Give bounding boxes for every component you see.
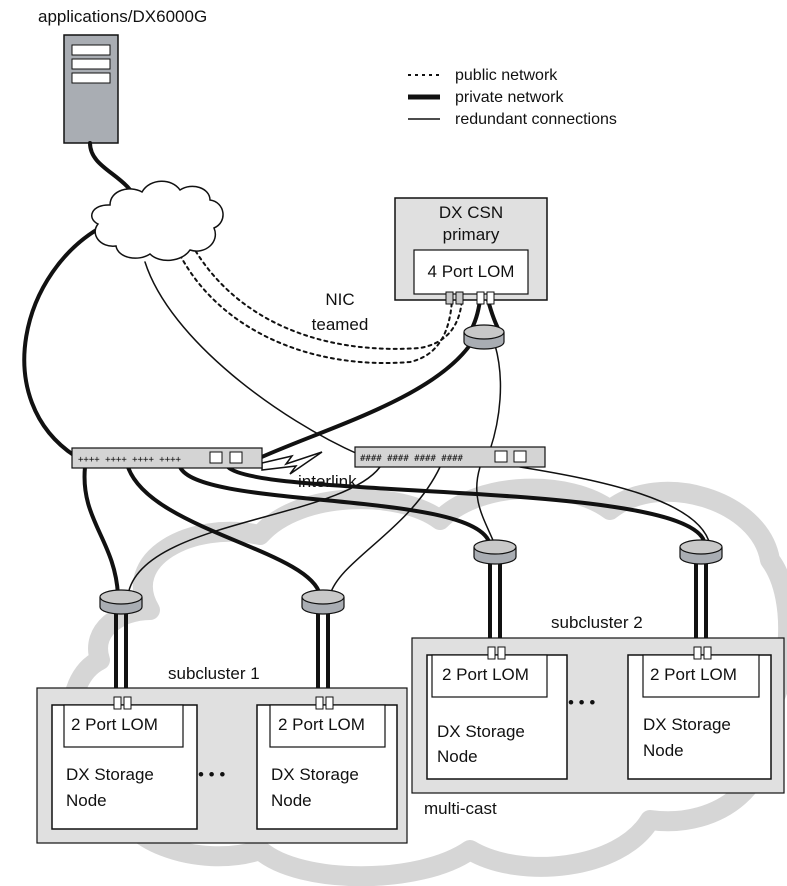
storage-node-label-2: Node [66, 791, 107, 810]
svg-text:++++ ++++ ++++ ++++: ++++ ++++ ++++ ++++ [78, 455, 182, 465]
multicast-label: multi-cast [424, 799, 497, 818]
switch-1: ++++ ++++ ++++ ++++ [71, 447, 263, 469]
subcluster2-hub-left [473, 539, 517, 565]
csn-lom-label: 4 Port LOM [428, 262, 515, 281]
legend: public network private network redundant… [408, 67, 617, 128]
nic-teamed-label: teamed [312, 315, 369, 334]
nic-label: NIC [325, 290, 354, 309]
csn-subtitle: primary [443, 225, 500, 244]
network-cloud [91, 180, 224, 262]
svg-text:#### #### #### ####: #### #### #### #### [360, 454, 464, 464]
storage-node-lom: 2 Port LOM [650, 665, 737, 684]
ellipsis-1: • • • [198, 765, 225, 784]
subcluster2-label: subcluster 2 [551, 613, 643, 632]
legend-private-label: private network [455, 89, 564, 106]
storage-node-lom: 2 Port LOM [278, 715, 365, 734]
storage-node-lom: 2 Port LOM [442, 665, 529, 684]
application-server [63, 34, 119, 144]
diagram-title: applications/DX6000G [38, 7, 207, 26]
storage-node-label-2: Node [437, 747, 478, 766]
ellipsis-2: • • • [568, 693, 595, 712]
subcluster1-label: subcluster 1 [168, 664, 260, 683]
csn-hub [463, 324, 505, 350]
storage-node-label: DX Storage [66, 765, 154, 784]
storage-node-3: 2 Port LOM DX Storage Node [426, 646, 568, 780]
csn-primary: DX CSN primary 4 Port LOM [394, 197, 548, 305]
subcluster1-hub-right [301, 589, 345, 615]
legend-redundant-label: redundant connections [455, 111, 617, 128]
storage-node-label: DX Storage [437, 722, 525, 741]
csn-title: DX CSN [439, 203, 503, 222]
storage-node-label: DX Storage [271, 765, 359, 784]
storage-node-label-2: Node [643, 741, 684, 760]
interlink-label: interlink [298, 472, 357, 491]
storage-node-lom: 2 Port LOM [71, 715, 158, 734]
storage-node-1: 2 Port LOM DX Storage Node [51, 696, 198, 830]
subcluster2-hub-right [679, 539, 723, 565]
interlink-bolt [261, 451, 323, 475]
switch-2: #### #### #### #### [354, 446, 546, 468]
storage-node-label: DX Storage [643, 715, 731, 734]
storage-node-4: 2 Port LOM DX Storage Node [627, 646, 772, 780]
subcluster1-hub-left [99, 589, 143, 615]
storage-node-2: 2 Port LOM DX Storage Node [256, 696, 398, 830]
storage-node-label-2: Node [271, 791, 312, 810]
legend-public-label: public network [455, 67, 558, 84]
